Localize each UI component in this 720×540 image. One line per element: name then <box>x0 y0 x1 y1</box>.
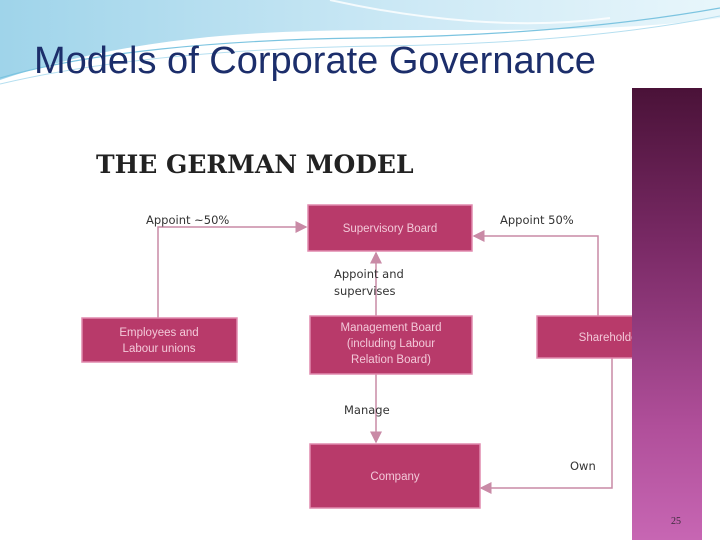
slide-title: Models of Corporate Governance <box>34 40 596 83</box>
node-company: Company <box>310 444 480 508</box>
node-management-board: Management Board (including Labour Relat… <box>310 316 472 374</box>
page-number: 25 <box>671 516 681 527</box>
edge-label-manage: Manage <box>344 403 390 417</box>
sidebar-accent <box>632 88 702 540</box>
edge-label-appoint-shareholder: Appoint 50% <box>500 213 574 227</box>
node-label-line: Relation Board) <box>351 354 431 366</box>
node-label-line: Labour unions <box>123 343 196 355</box>
diagram-panel: THE GERMAN MODEL Supervisory Board Emplo… <box>60 90 632 540</box>
edge-label-own: Own <box>570 459 596 473</box>
node-supervisory-board: Supervisory Board <box>308 205 472 251</box>
node-label-line: (including Labour <box>347 338 435 350</box>
node-label-line: Management Board <box>340 322 441 334</box>
arrow-employees-to-supervisory <box>158 227 306 318</box>
node-employees-unions: Employees and Labour unions <box>82 318 237 362</box>
diagram-heading: THE GERMAN MODEL <box>96 150 414 179</box>
node-label: Shareholder <box>579 332 632 344</box>
node-label-line: Employees and <box>119 327 198 339</box>
german-model-diagram: THE GERMAN MODEL Supervisory Board Emplo… <box>60 90 632 540</box>
edge-label-appoint-employees: Appoint ~50% <box>146 213 229 227</box>
node-shareholder: Shareholder <box>537 316 632 358</box>
node-label: Supervisory Board <box>343 223 438 235</box>
edge-label-appoint-supervises: Appoint and <box>334 267 404 281</box>
node-label: Company <box>370 471 419 483</box>
edge-label-appoint-supervises: supervises <box>334 284 395 298</box>
arrow-shareholder-to-supervisory <box>474 236 598 318</box>
